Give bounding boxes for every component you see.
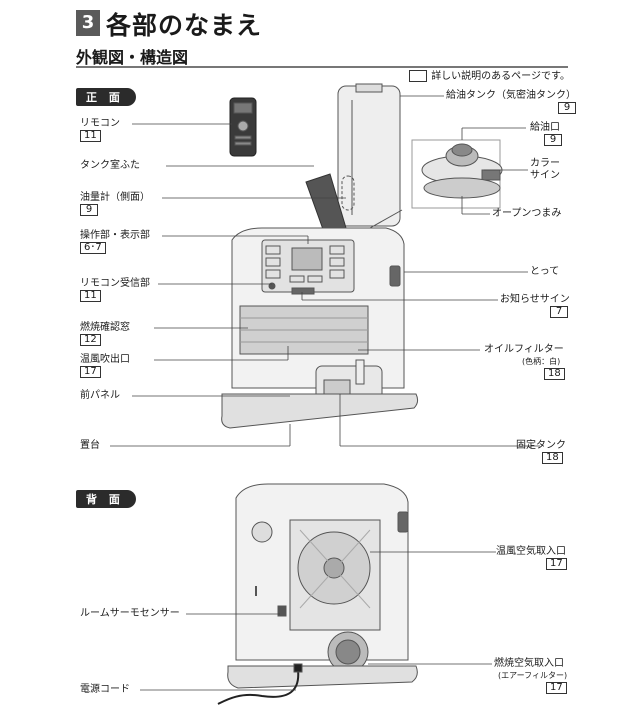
label-open-knob: オープンつまみ: [492, 208, 562, 219]
label-combustion-intake-note: (エアーフィルター): [498, 671, 568, 680]
page-ref: 18: [544, 368, 565, 380]
label-power-cord: 電源コード: [80, 684, 130, 695]
page-subtitle: 外観図・構造図: [76, 48, 189, 67]
label-control-text: 操作部・表示部: [80, 230, 150, 241]
page-ref: 11: [80, 130, 101, 142]
page-ref: 12: [80, 334, 101, 346]
label-receiver-text: リモコン受信部: [80, 278, 150, 289]
label-combustion-intake-text: 燃焼空気取入口: [494, 658, 564, 669]
label-oil-filter-text: オイルフィルター: [484, 344, 564, 355]
fuel-port-detail-illustration: [369, 139, 503, 229]
page-ref: 17: [546, 558, 567, 570]
label-window-text: 燃焼確認窓: [80, 322, 130, 333]
page-ref: 11: [80, 290, 101, 302]
label-remote: リモコン 11: [80, 118, 120, 142]
page-title: 各部のなまえ: [106, 11, 263, 40]
page-ref: 6･7: [80, 242, 106, 254]
page-ref: 9: [544, 134, 562, 146]
label-outlet: 温風吹出口 17: [80, 354, 130, 378]
label-fuel-gauge-text: 油量計（側面）: [80, 192, 150, 203]
heater-body-back: [217, 483, 418, 705]
label-outlet-text: 温風吹出口: [80, 354, 130, 365]
label-notice-sign-text: お知らせサイン: [500, 294, 570, 305]
back-view-tag: 背 面: [76, 490, 136, 508]
heater-body-front: [221, 227, 419, 429]
label-remote-text: リモコン: [80, 118, 120, 129]
page-box-icon: [409, 70, 428, 82]
label-handle: とって: [530, 266, 560, 277]
label-fixed-tank-text: 固定タンク: [516, 440, 566, 451]
leader-lines: [110, 95, 540, 691]
label-oil-filter-note: (色柄：白): [522, 357, 561, 366]
page-reference-legend: 詳しい説明のあるページです。: [409, 70, 570, 83]
label-control: 操作部・表示部 6･7: [80, 230, 150, 254]
page-ref: 9: [558, 102, 576, 114]
label-receiver: リモコン受信部 11: [80, 278, 150, 302]
fuel-tank-illustration: [337, 83, 401, 227]
section-number: 3: [76, 10, 100, 36]
label-oil-filter: オイルフィルター (色柄：白) 18: [484, 344, 565, 380]
page-ref: 17: [546, 682, 567, 694]
subtitle-rule: [76, 66, 568, 68]
front-view-tag: 正 面: [76, 88, 136, 106]
legend-text: 詳しい説明のあるページです。: [431, 71, 570, 82]
label-supply-tank-text: 給油タンク（気密油タンク）: [446, 90, 576, 101]
page-ref: 9: [80, 204, 98, 216]
label-warm-intake: 温風空気取入口 17: [496, 546, 567, 570]
label-notice-sign: お知らせサイン 7: [500, 294, 570, 318]
page-ref: 17: [80, 366, 101, 378]
remote-control-illustration: [229, 97, 257, 157]
label-fixed-tank: 固定タンク 18: [516, 440, 566, 464]
page-ref: 18: [542, 452, 563, 464]
page-ref: 7: [550, 306, 568, 318]
label-base: 置台: [80, 440, 100, 451]
label-fuel-gauge: 油量計（側面） 9: [80, 192, 150, 216]
label-front-panel: 前パネル: [80, 390, 120, 401]
label-warm-intake-text: 温風空気取入口: [496, 546, 566, 557]
label-tank-lid: タンク室ふた: [80, 160, 140, 171]
label-fuel-port-text: 給油口: [530, 122, 560, 133]
label-combustion-intake: 燃焼空気取入口 (エアーフィルター) 17: [494, 658, 567, 694]
label-fuel-port: 給油口 9: [530, 122, 562, 146]
label-window: 燃焼確認窓 12: [80, 322, 130, 346]
label-room-sensor: ルームサーモセンサー: [80, 608, 180, 619]
label-color-sign: カラー サイン: [530, 158, 560, 181]
label-supply-tank: 給油タンク（気密油タンク） 9: [446, 90, 576, 114]
